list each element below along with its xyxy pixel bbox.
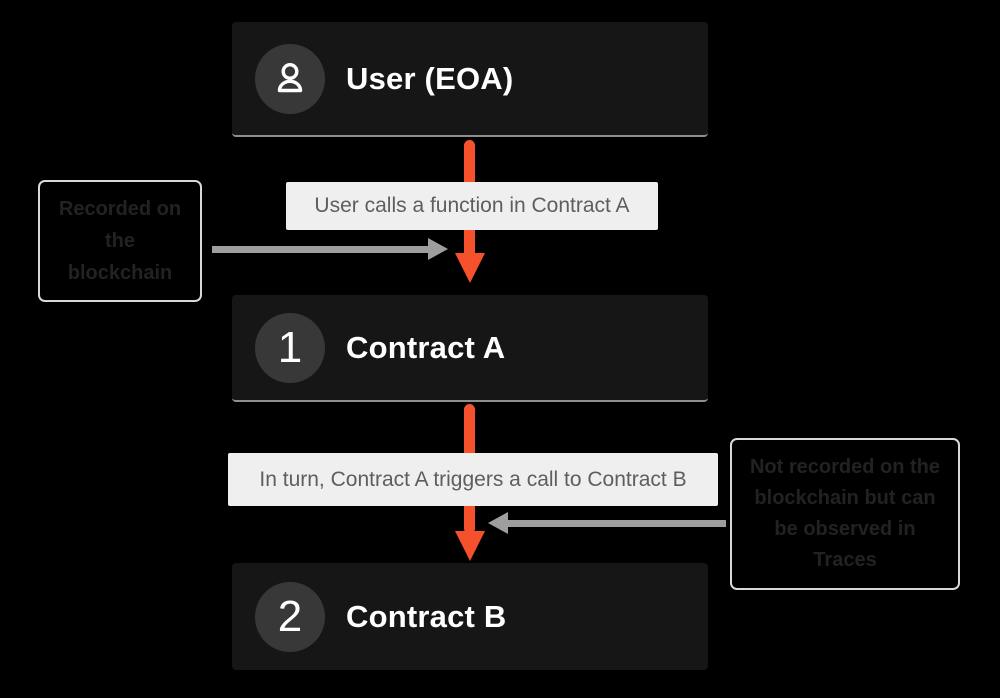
down-arrow-icon — [455, 253, 485, 283]
user-avatar-badge — [255, 43, 325, 114]
step-number: 2 — [277, 591, 303, 641]
down-arrow-icon — [455, 531, 485, 561]
node-contract-b: 2 Contract B — [232, 563, 708, 670]
step-2-badge: 2 — [255, 581, 325, 652]
callout-recorded-on-chain: Recorded on the blockchain — [38, 180, 202, 302]
node-user: User (EOA) — [232, 22, 708, 137]
node-title: Contract B — [346, 598, 507, 634]
user-icon — [277, 62, 303, 92]
step-1-badge: 1 — [255, 312, 325, 383]
node-contract-a: 1 Contract A — [232, 295, 708, 402]
gray-arrow-shaft-right — [508, 520, 726, 527]
node-title: Contract A — [346, 329, 506, 365]
node-title: User (EOA) — [346, 60, 514, 96]
step-number: 1 — [277, 322, 303, 372]
callout-not-recorded-traces: Not recorded on the blockchain but can b… — [730, 438, 960, 590]
right-arrow-icon — [428, 238, 448, 260]
flow-label-contract-call: In turn, Contract A triggers a call to C… — [228, 453, 718, 506]
left-arrow-icon — [488, 512, 508, 534]
flow-label-user-call: User calls a function in Contract A — [286, 182, 658, 230]
gray-arrow-shaft-left — [212, 246, 428, 253]
